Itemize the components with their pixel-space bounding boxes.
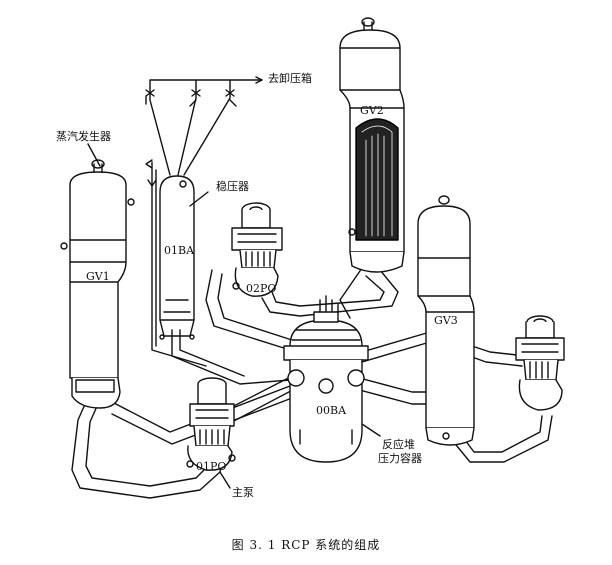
pipe-gv3-crossover [451,415,553,463]
reactor-pressure-vessel-00ba [283,295,369,463]
pipe-spray-line [151,161,207,367]
pipe-gv2-crossover [261,269,399,317]
relief-valves [145,89,237,107]
leader-steam-generator [87,143,101,167]
leader-pressurizer [189,191,209,207]
pipe-pump2-coldleg [205,269,293,351]
label-pump2: 02PO [246,282,277,295]
main-pump-02po [231,202,283,297]
label-vessel-code: 00BA [316,404,347,417]
relief-arrow [255,76,263,84]
pressurizer-01ba [145,159,195,340]
steam-generator-gv3 [417,195,475,446]
label-main-pump: 主泵 [232,486,254,499]
pipe-relief-header [149,79,263,89]
pipe-relief-loop [149,87,231,176]
pipe-gv2-crossover-inner [271,275,385,307]
pipe-gv3-hotleg [351,375,427,405]
pipe-gv1-hotleg [111,385,291,433]
label-vessel-line2: 压力容器 [378,452,422,465]
label-gv3: GV3 [434,314,458,327]
label-relief-tank: 去卸压箱 [268,72,312,85]
pipe-gv2-hotleg [339,267,363,319]
label-pressurizer-code: 01BA [164,244,195,257]
leader-vessel [361,423,381,437]
pipe-gv1-hotleg-inner [111,397,293,445]
leader-main-pump [219,471,231,489]
label-vessel-line1: 反应堆 [382,438,415,451]
main-pump-03po [515,315,565,411]
label-pump1: 01PO [196,460,227,473]
label-steam-generator: 蒸汽发生器 [56,130,111,143]
pipe-gv1-crossover [71,401,225,499]
pipe-surge-line [171,329,291,385]
label-pressurizer: 稳压器 [216,180,249,193]
main-pump-01po [186,377,236,471]
steam-generator-gv2 [339,17,405,273]
steam-generator-gv1 [60,159,135,409]
label-gv2: GV2 [360,104,384,117]
figure-caption: 图 3. 1 RCP 系统的组成 [231,538,381,552]
label-gv1: GV1 [86,270,110,283]
